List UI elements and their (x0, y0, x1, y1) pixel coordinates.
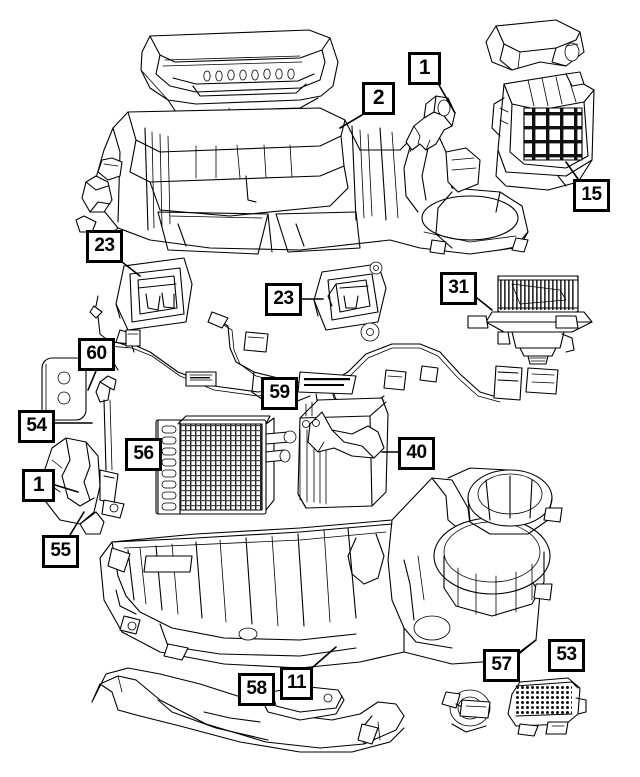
blower-motor (467, 275, 593, 365)
callout-number: 60 (86, 343, 107, 364)
callout-number: 54 (26, 415, 47, 436)
callout-11[interactable]: 11 (280, 667, 313, 700)
callout-40[interactable]: 40 (398, 437, 435, 470)
blower-scroll-sensor (441, 689, 491, 733)
callout-number: 53 (556, 644, 577, 665)
temperature-sensor (41, 357, 87, 421)
evaporator-core (297, 397, 389, 509)
callout-number: 2 (372, 86, 385, 109)
callout-2[interactable]: 2 (362, 82, 395, 115)
callout-15[interactable]: 15 (573, 179, 610, 212)
callout-56[interactable]: 56 (125, 438, 162, 471)
callout-number: 57 (491, 654, 512, 675)
callout-57[interactable]: 57 (483, 649, 520, 682)
callout-58[interactable]: 58 (238, 673, 275, 706)
callout-31[interactable]: 31 (440, 272, 477, 305)
blower-scroll-upper (467, 469, 563, 535)
mode-door-actuator-top (405, 95, 456, 151)
recirc-door-left (115, 257, 193, 347)
recirc-door-mid (313, 261, 387, 342)
callout-number: 23 (94, 235, 115, 256)
callout-number: 1 (32, 473, 45, 496)
callout-number: 58 (246, 678, 267, 699)
callout-60[interactable]: 60 (78, 338, 115, 371)
heater-core (155, 415, 297, 515)
air-filter-housing (491, 71, 595, 191)
callout-number: 40 (406, 442, 427, 463)
callout-number: 59 (269, 382, 290, 403)
callout-number: 56 (133, 443, 154, 464)
hvac-housing-lower (99, 467, 553, 669)
callout-23-left[interactable]: 23 (86, 230, 123, 263)
callout-1-left[interactable]: 1 (22, 469, 55, 502)
callout-number: 23 (273, 288, 294, 309)
leader-lines (54, 84, 579, 668)
blend-door-actuator (43, 437, 125, 535)
callout-number: 1 (418, 56, 431, 79)
housing-top-cover (140, 29, 339, 117)
callout-number: 31 (448, 277, 469, 298)
callout-53[interactable]: 53 (548, 639, 585, 672)
hvac-housing-upper (75, 107, 529, 255)
callout-23-mid[interactable]: 23 (265, 283, 302, 316)
callout-59[interactable]: 59 (261, 377, 298, 410)
air-inlet-duct (485, 19, 585, 71)
callout-1-top[interactable]: 1 (408, 52, 441, 85)
callout-55[interactable]: 55 (42, 535, 79, 568)
callout-number: 15 (581, 184, 602, 205)
blower-motor-resistor (507, 677, 587, 737)
callout-number: 11 (286, 672, 307, 693)
callout-54[interactable]: 54 (18, 410, 55, 443)
callout-number: 55 (50, 540, 71, 561)
